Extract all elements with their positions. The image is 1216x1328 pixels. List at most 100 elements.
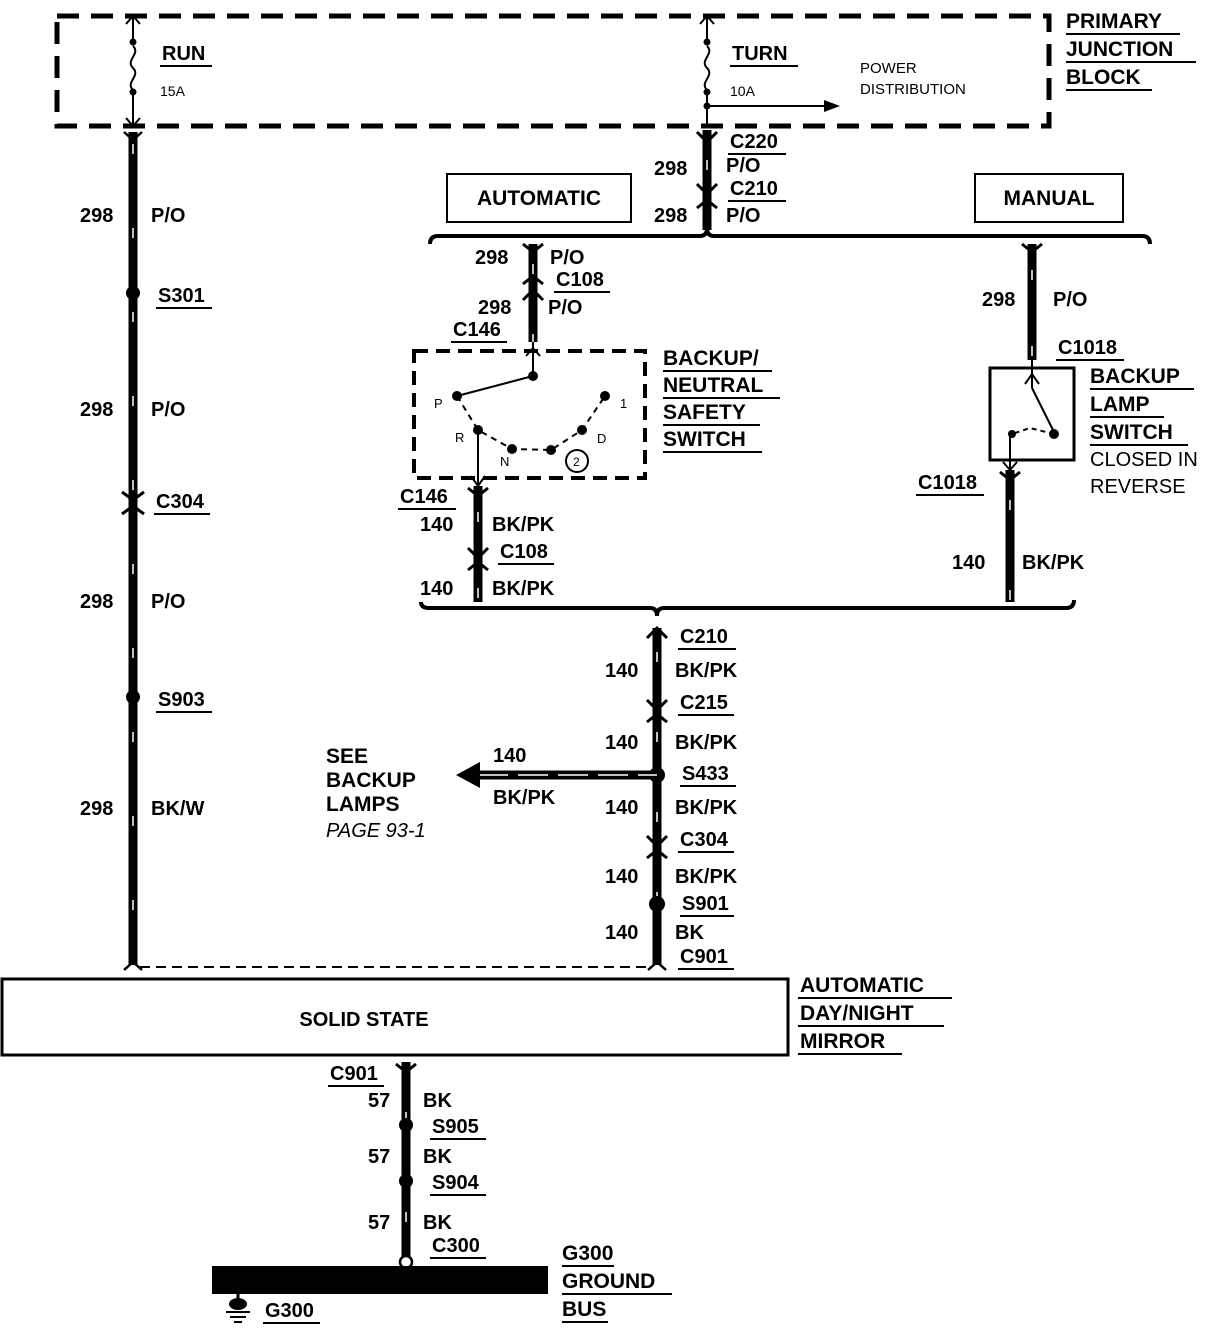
lamp-switch-note-1: CLOSED IN — [1090, 449, 1198, 471]
left-w3-color: P/O — [151, 591, 185, 613]
ground-bus-title-1: G300 — [562, 1242, 613, 1265]
g300-ground-bus — [212, 1266, 548, 1294]
left-w3-num: 298 — [80, 591, 113, 613]
manual-w2-color: BK/PK — [1022, 552, 1085, 574]
turn-fuse — [699, 15, 840, 126]
gear-pos-p: P — [434, 396, 443, 411]
lamp-switch-title-3: SWITCH — [1090, 421, 1173, 444]
safety-switch-title-2: NEUTRAL — [663, 374, 763, 397]
solid-state-label: SOLID STATE — [299, 1009, 428, 1031]
pjb-title-1: PRIMARY — [1066, 10, 1162, 33]
left-w1-num: 298 — [80, 205, 113, 227]
c210-wire-color: P/O — [726, 205, 760, 227]
auto-wire-298 — [521, 242, 545, 342]
ground-symbol-icon — [226, 1294, 250, 1323]
gear-pos-2: 2 — [573, 455, 580, 469]
left-w4-color: BK/W — [151, 798, 204, 820]
ground-w3-num: 57 — [368, 1212, 390, 1234]
auto-w1-num: 298 — [475, 247, 508, 269]
auto-w2-color: P/O — [548, 297, 582, 319]
connector-c146-bottom: C146 — [400, 486, 448, 508]
c220-wire-num: 298 — [654, 158, 687, 180]
manual-w1-num: 298 — [982, 289, 1015, 311]
turn-label: TURN — [732, 43, 788, 65]
center-w5-color: BK — [675, 922, 704, 944]
backup-neutral-safety-switch — [412, 349, 647, 480]
left-w2-num: 298 — [80, 399, 113, 421]
manual-w2-num: 140 — [952, 552, 985, 574]
center-w3-color: BK/PK — [675, 797, 738, 819]
auto-wire-140 — [466, 486, 490, 602]
turn-fuse-rating: 10A — [730, 83, 756, 99]
ground-w1-num: 57 — [368, 1090, 390, 1112]
pjb-title-3: BLOCK — [1066, 66, 1141, 89]
connector-c215: C215 — [680, 692, 728, 714]
branch-wire-color: BK/PK — [493, 787, 556, 809]
c220-wire-color: P/O — [726, 155, 760, 177]
safety-switch-title-3: SAFETY — [663, 401, 746, 424]
splice-s903: S903 — [158, 689, 205, 711]
lamp-switch-title-1: BACKUP — [1090, 365, 1180, 388]
splice-s433: S433 — [682, 763, 729, 785]
see-backup-lamps-3: LAMPS — [326, 793, 400, 816]
gear-pos-n: N — [500, 454, 509, 469]
splice-s301: S301 — [158, 285, 205, 307]
connector-c108-bottom: C108 — [500, 541, 548, 563]
connector-c304-center: C304 — [680, 829, 729, 851]
mirror-title-3: MIRROR — [800, 1030, 885, 1053]
auto-w4-num: 140 — [420, 578, 453, 600]
left-w4-num: 298 — [80, 798, 113, 820]
ground-g300-label: G300 — [265, 1300, 314, 1322]
connector-c210-bottom: C210 — [680, 626, 728, 648]
automatic-label: AUTOMATIC — [477, 187, 601, 210]
auto-w1-color: P/O — [550, 247, 584, 269]
center-w4-color: BK/PK — [675, 866, 738, 888]
page-reference[interactable]: PAGE 93-1 — [326, 820, 426, 842]
connector-c300: C300 — [432, 1235, 480, 1257]
connector-c210-top: C210 — [730, 178, 778, 200]
lamp-switch-note-2: REVERSE — [1090, 476, 1186, 498]
connector-c304-left: C304 — [156, 491, 205, 513]
splice-s905: S905 — [432, 1116, 479, 1138]
mirror-title-1: AUTOMATIC — [800, 974, 924, 997]
branch-to-backup-lamps — [456, 762, 657, 788]
left-wire-298 — [121, 131, 145, 971]
mirror-title-2: DAY/NIGHT — [800, 1002, 914, 1025]
auto-w2-num: 298 — [478, 297, 511, 319]
splice-s904: S904 — [432, 1172, 480, 1194]
center-w3-num: 140 — [605, 797, 638, 819]
see-backup-lamps-1: SEE — [326, 745, 368, 768]
ground-bus-title-3: BUS — [562, 1298, 606, 1321]
auto-w3-color: BK/PK — [492, 514, 555, 536]
backup-lamp-switch-internals — [1002, 360, 1059, 472]
center-wire-140 — [645, 625, 669, 971]
ground-w1-color: BK — [423, 1090, 452, 1112]
center-w2-color: BK/PK — [675, 732, 738, 754]
connector-c146-top: C146 — [453, 319, 501, 341]
safety-switch-title-4: SWITCH — [663, 428, 746, 451]
safety-switch-title-1: BACKUP/ — [663, 347, 759, 370]
solid-state-mirror-module — [0, 977, 790, 1057]
splice-s901: S901 — [682, 893, 729, 915]
center-w1-color: BK/PK — [675, 660, 738, 682]
gear-pos-r: R — [455, 430, 464, 445]
connector-c1018-bottom: C1018 — [918, 472, 977, 494]
auto-manual-split-bracket — [428, 227, 1152, 245]
ground-w2-num: 57 — [368, 1146, 390, 1168]
manual-wire-298 — [1021, 242, 1043, 360]
primary-junction-block-outline — [54, 13, 1052, 129]
run-fuse-rating: 15A — [160, 83, 186, 99]
center-w2-num: 140 — [605, 732, 638, 754]
gear-pos-d: D — [597, 431, 606, 446]
branch-wire-num: 140 — [493, 745, 526, 767]
manual-label: MANUAL — [1004, 187, 1095, 210]
gear-pos-1: 1 — [620, 396, 627, 411]
manual-wire-140 — [999, 470, 1021, 602]
pjb-title-2: JUNCTION — [1066, 38, 1173, 61]
connector-c901-top: C901 — [680, 946, 728, 968]
connector-c220: C220 — [730, 131, 778, 153]
power-distribution-line2: DISTRIBUTION — [860, 81, 966, 98]
connector-c1018-top: C1018 — [1058, 337, 1117, 359]
left-w1-color: P/O — [151, 205, 185, 227]
